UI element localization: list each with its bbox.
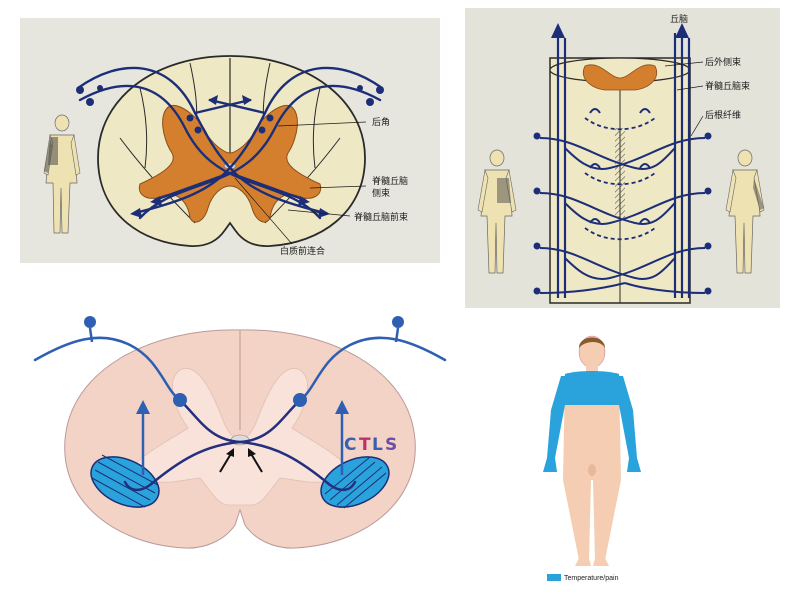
- gray-matter-cap: [583, 64, 657, 91]
- label-posterior-horn: 后角: [372, 116, 390, 128]
- legend-swatch: [547, 574, 561, 581]
- panel-human-figure-bottom-right: Temperature/pain: [525, 330, 660, 590]
- label-c: C: [344, 435, 356, 455]
- tract-division-line: [139, 87, 148, 169]
- label-dorsal-root-fibers: 后根纤维: [705, 109, 741, 121]
- groin-detail: [588, 464, 596, 476]
- label-s: S: [385, 435, 397, 455]
- right-foot: [593, 558, 609, 566]
- left-foot: [575, 558, 591, 566]
- label-lateral-tract-line2: 侧束: [372, 187, 390, 199]
- body-map-diagram: Temperature/pain: [543, 335, 641, 582]
- ascending-arrows: [141, 410, 344, 475]
- left-hand: [543, 458, 557, 472]
- human-figure-left: [477, 149, 517, 274]
- right-hand: [627, 458, 641, 472]
- label-anterior-tract: 脊髓丘脑前束: [354, 211, 408, 223]
- nerve-fibers: [76, 66, 384, 220]
- right-arm: [619, 376, 637, 458]
- central-hatching: [615, 128, 625, 218]
- dermatome-shading: [753, 178, 764, 210]
- neck: [586, 366, 598, 374]
- label-lateral-tract-line1: 脊髓丘脑: [372, 175, 408, 187]
- label-posterolateral-tract: 后外侧束: [705, 56, 741, 68]
- root-ganglia: [533, 132, 712, 295]
- neuron-bodies: [84, 316, 404, 407]
- label-t: T: [359, 435, 371, 455]
- afferent-fibers: [33, 336, 447, 402]
- hair: [579, 337, 605, 348]
- ctls-diagram: C T L S: [33, 316, 447, 549]
- crossing-fibers: [539, 137, 706, 294]
- fiber-hooks: [589, 108, 651, 224]
- temperature-pain-region: [561, 371, 623, 405]
- human-figure-dermatome: [43, 114, 81, 234]
- leader-lines: [664, 61, 704, 137]
- cross-section-diagram: 后角 脊髓丘脑 侧束 脊髓丘脑前束 白质前连合: [20, 18, 440, 263]
- leader-lines: [234, 121, 367, 245]
- ascending-tracts: [556, 33, 691, 298]
- panel-cross-section-bottom-left: C T L S: [30, 300, 450, 568]
- crossing-fibers: [123, 398, 357, 492]
- legend-label: Temperature/pain: [564, 575, 619, 582]
- left-leg: [563, 480, 591, 560]
- label-thalamus: 丘脑: [670, 13, 688, 25]
- panel-longitudinal-top-right: 丘脑 后外侧束 脊髓丘脑束 后根纤维: [465, 8, 780, 308]
- label-spinothalamic-tract: 脊髓丘脑束: [705, 80, 750, 92]
- dermatome-shading: [497, 178, 511, 203]
- dorsal-root-ganglia: [76, 85, 384, 134]
- ganglion-stalks: [88, 327, 400, 343]
- white-matter: [97, 55, 366, 247]
- panel-cross-section-top-left: 后角 脊髓丘脑 侧束 脊髓丘脑前束 白质前连合: [20, 18, 440, 263]
- ascending-arrowheads: [136, 400, 349, 414]
- tract-arrowheads: [551, 23, 689, 38]
- left-arm: [547, 376, 565, 458]
- label-white-commissure: 白质前连合: [280, 245, 325, 257]
- tract-division-line: [312, 87, 321, 169]
- dashed-fibers: [584, 117, 656, 241]
- arrowheads: [130, 95, 330, 218]
- label-l: L: [372, 435, 383, 455]
- right-leg: [593, 480, 621, 560]
- human-figure-right: [725, 149, 765, 274]
- longitudinal-diagram: 丘脑 后外侧束 脊髓丘脑束 后根纤维: [465, 8, 780, 308]
